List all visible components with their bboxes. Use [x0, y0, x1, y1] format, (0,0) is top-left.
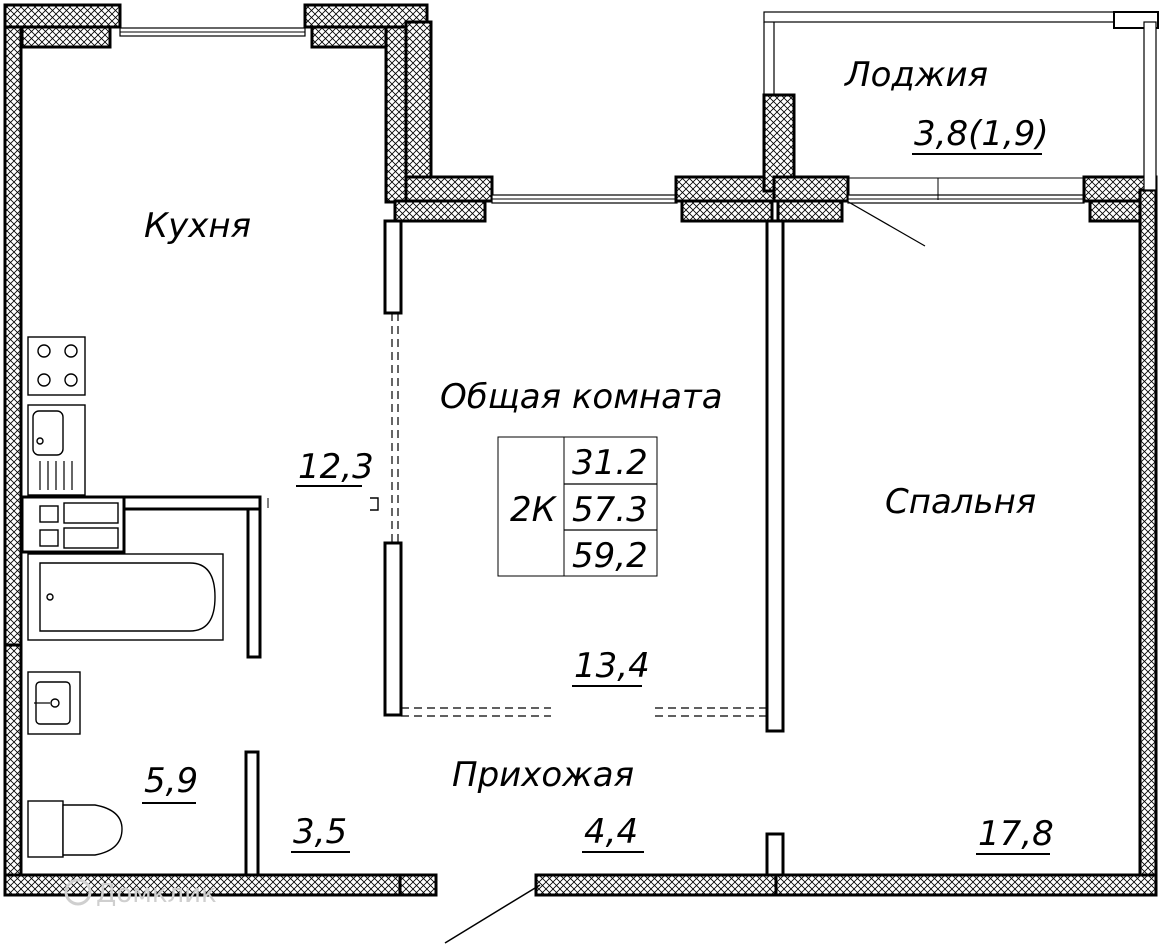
total-area: 57.3 [572, 490, 648, 530]
kitchen-sink-icon [27, 404, 86, 496]
stove-icon [27, 336, 86, 396]
watermark-text: Домклик [96, 879, 217, 909]
living-area: 13,4 [574, 646, 650, 686]
kitchen-label: Кухня [144, 206, 251, 246]
loggia-outline [763, 11, 1159, 247]
bathroom-area: 5,9 [144, 761, 198, 801]
bedroom-label: Спальня [885, 482, 1036, 522]
fixtures [27, 336, 224, 858]
total-area-with-loggia: 59,2 [572, 536, 648, 576]
room-labels: Кухня 12,3 Общая комната 13,4 Спальня 17… [142, 55, 1054, 855]
hallway-area: 4,4 [584, 812, 638, 852]
interior-walls [20, 219, 785, 944]
area-summary-table: 2К 31.2 57.3 59,2 [497, 436, 658, 577]
toilet-icon [27, 800, 123, 858]
living-label: Общая комната [440, 377, 723, 417]
kitchen-area: 12,3 [298, 447, 374, 487]
apartment-type: 2К [510, 490, 558, 530]
washbasin-icon [27, 671, 81, 735]
hallway-label: Прихожая [452, 755, 634, 795]
outer-walls [3, 3, 1158, 897]
watermark: Домклик [64, 878, 217, 909]
living-area-total: 31.2 [572, 443, 648, 483]
bedroom-area: 17,8 [978, 814, 1054, 854]
watermark-logo-icon [64, 878, 92, 906]
bathtub-icon [27, 553, 224, 641]
loggia-label: Лоджия [843, 55, 988, 95]
closet-area: 3,5 [293, 812, 347, 852]
loggia-area: 3,8(1,9) [914, 114, 1049, 154]
